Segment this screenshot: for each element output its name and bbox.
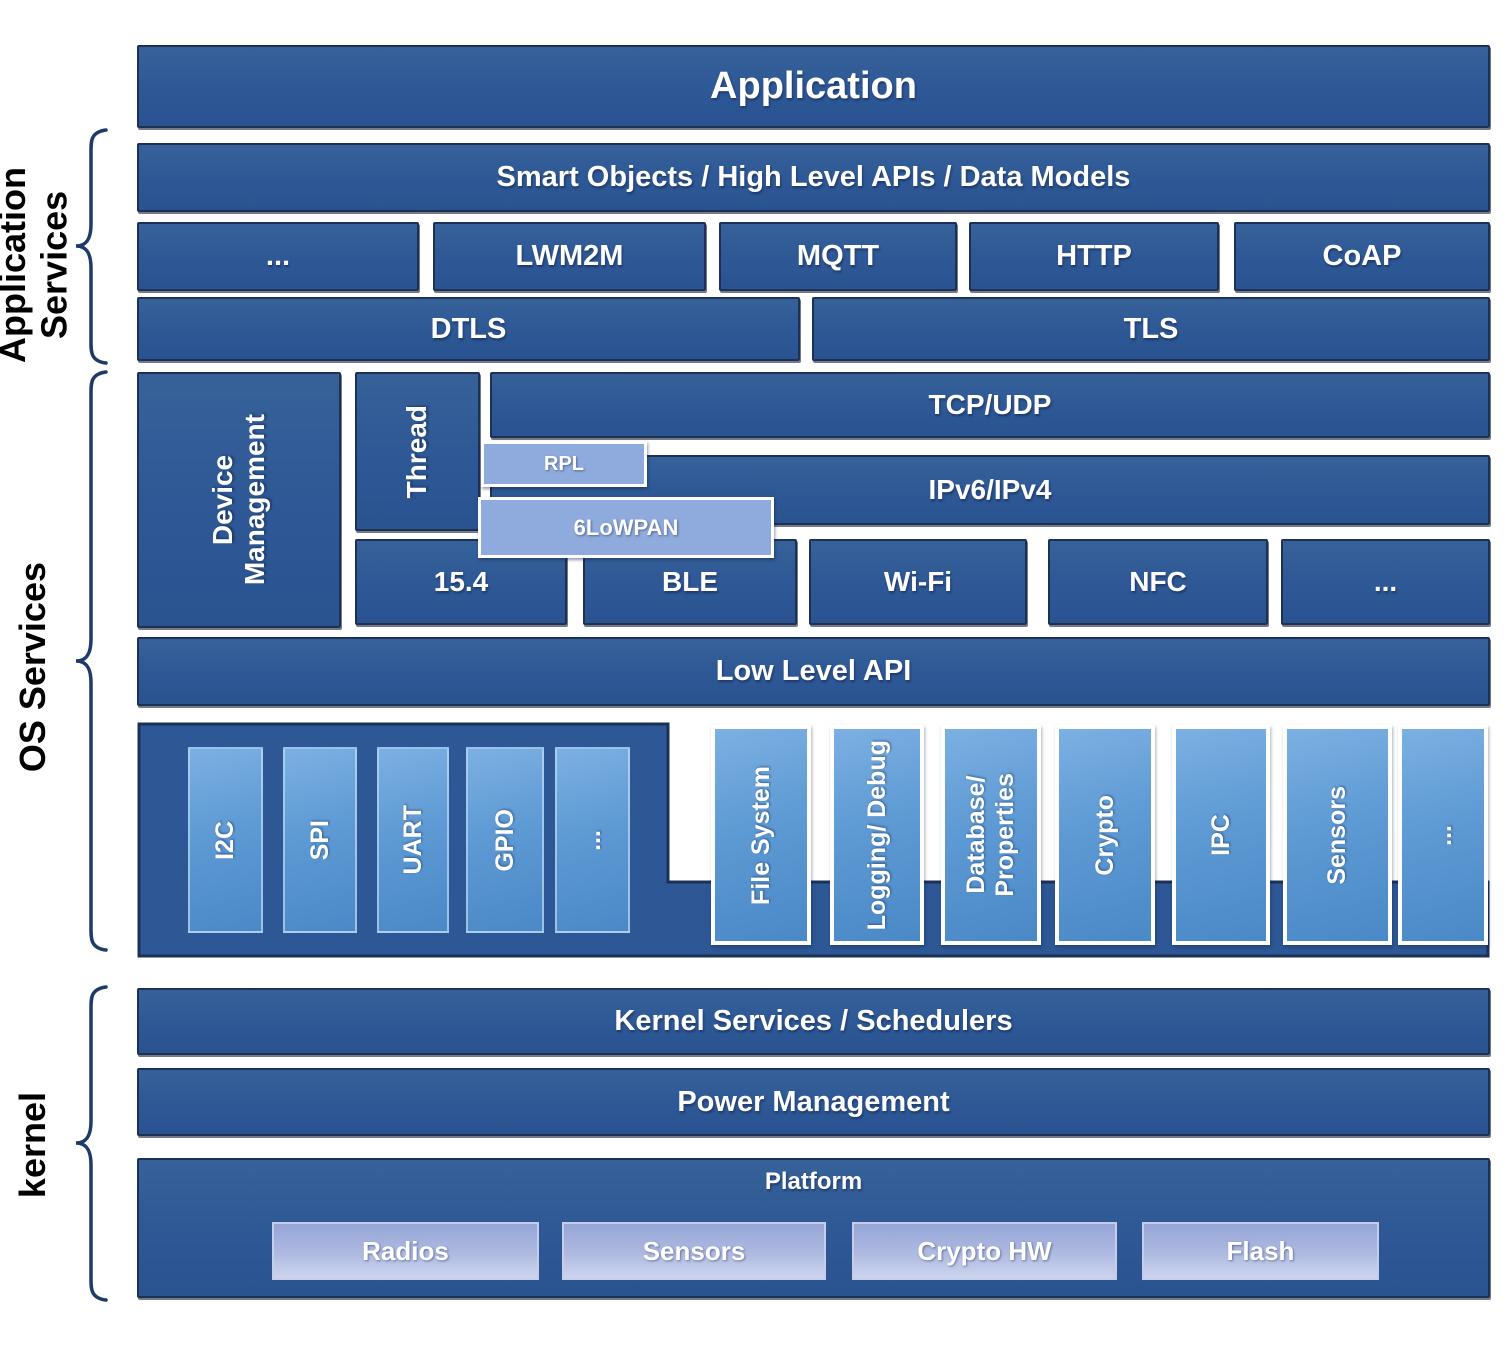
block-database-properties-label: Database/ Properties <box>962 773 1020 897</box>
block-protocol-ellipsis: ... <box>137 222 419 291</box>
block-os-service-ellipsis-label: ... <box>1428 824 1457 846</box>
block-sensors-hw-label: Sensors <box>642 1235 746 1266</box>
block-application: Application <box>137 45 1490 128</box>
block-power-management-label: Power Management <box>677 1085 950 1118</box>
block-lwm2m-label: LWM2M <box>515 240 624 272</box>
block-kernel-services: Kernel Services / Schedulers <box>137 988 1490 1055</box>
block-rpl: RPL <box>481 441 647 487</box>
block-radios-hw: Radios <box>272 1222 539 1280</box>
block-uart: UART <box>377 747 449 933</box>
block-tcp-udp-label: TCP/UDP <box>928 389 1052 420</box>
block-http-label: HTTP <box>1056 240 1132 272</box>
block-file-system-label: File System <box>746 765 775 905</box>
block-spi-label: SPI <box>305 819 334 861</box>
block-radio-wifi: Wi-Fi <box>809 539 1027 625</box>
block-gpio: GPIO <box>466 747 544 933</box>
block-peripheral-ellipsis-label: ... <box>578 829 607 851</box>
block-sensors-label: Sensors <box>1323 785 1352 885</box>
block-ipc: IPC <box>1172 725 1270 945</box>
block-platform: Platform Radios Sensors Crypto HW Flash <box>137 1158 1490 1298</box>
block-peripheral-ellipsis: ... <box>555 747 630 933</box>
block-radio-154-label: 15.4 <box>433 566 489 597</box>
block-kernel-services-label: Kernel Services / Schedulers <box>614 1005 1013 1037</box>
block-coap: CoAP <box>1234 222 1490 291</box>
block-sensors: Sensors <box>1283 725 1392 945</box>
block-rpl-label: RPL <box>544 452 584 475</box>
block-radio-ellipsis: ... <box>1281 539 1490 625</box>
block-smart-objects-label: Smart Objects / High Level APIs / Data M… <box>496 161 1131 193</box>
block-radio-wifi-label: Wi-Fi <box>883 566 953 597</box>
database-line1: Database/ <box>962 775 991 895</box>
section-label-os-services-text: OS Services <box>12 562 54 773</box>
block-crypto: Crypto <box>1055 725 1155 945</box>
block-power-management: Power Management <box>137 1068 1490 1136</box>
block-crypto-hw: Crypto HW <box>852 1222 1117 1280</box>
block-dtls-label: DTLS <box>430 312 507 345</box>
block-file-system: File System <box>711 725 811 945</box>
block-6lowpan: 6LoWPAN <box>478 497 774 558</box>
block-os-service-ellipsis: ... <box>1398 725 1488 945</box>
block-mqtt: MQTT <box>719 222 957 291</box>
block-database-properties: Database/ Properties <box>941 725 1041 945</box>
block-mqtt-label: MQTT <box>796 240 880 272</box>
block-radio-ellipsis-label: ... <box>1373 566 1398 597</box>
brace-os-services <box>75 370 108 952</box>
block-radios-hw-label: Radios <box>362 1235 449 1266</box>
section-label-application-services: Application Services <box>0 95 74 435</box>
block-crypto-hw-label: Crypto HW <box>917 1235 1052 1266</box>
database-line2: Properties <box>991 773 1019 897</box>
block-spi: SPI <box>283 747 357 933</box>
block-ipc-label: IPC <box>1206 814 1235 856</box>
block-logging-debug: Logging/ Debug <box>830 725 924 945</box>
brace-application-services <box>75 128 108 365</box>
block-flash-hw: Flash <box>1142 1222 1379 1280</box>
block-tls: TLS <box>812 297 1490 361</box>
block-sensors-hw: Sensors <box>562 1222 826 1280</box>
block-protocol-ellipsis-label: ... <box>265 240 291 272</box>
block-radio-nfc-label: NFC <box>1129 566 1187 597</box>
block-i2c-label: I2C <box>211 820 240 860</box>
block-low-level-api: Low Level API <box>137 637 1490 706</box>
block-logging-debug-label: Logging/ Debug <box>862 739 891 931</box>
block-tls-label: TLS <box>1123 312 1179 345</box>
block-thread: Thread <box>355 372 480 531</box>
block-flash-hw-label: Flash <box>1226 1235 1295 1266</box>
block-smart-objects: Smart Objects / High Level APIs / Data M… <box>137 143 1490 212</box>
block-dtls: DTLS <box>137 297 800 361</box>
block-ipv6-ipv4-label: IPv6/IPv4 <box>928 474 1052 505</box>
block-radio-nfc: NFC <box>1048 539 1268 625</box>
section-label-kernel: kernel <box>6 1075 60 1215</box>
block-coap-label: CoAP <box>1322 240 1402 272</box>
block-application-label: Application <box>710 65 917 107</box>
brace-kernel <box>75 985 108 1302</box>
section-label-os-services: OS Services <box>6 555 60 780</box>
block-low-level-api-label: Low Level API <box>715 655 912 687</box>
section-label-kernel-text: kernel <box>12 1091 54 1199</box>
section-label-application-services-text: Application Services <box>0 167 74 363</box>
block-gpio-label: GPIO <box>490 808 519 872</box>
block-platform-label: Platform <box>764 1168 863 1195</box>
block-radio-ble-label: BLE <box>662 566 718 597</box>
block-6lowpan-label: 6LoWPAN <box>573 514 679 540</box>
block-uart-label: UART <box>398 805 427 875</box>
block-tcp-udp: TCP/UDP <box>490 372 1490 438</box>
block-device-management: Device Management <box>137 372 341 628</box>
block-http: HTTP <box>969 222 1219 291</box>
block-i2c: I2C <box>188 747 263 933</box>
block-lwm2m: LWM2M <box>433 222 706 291</box>
block-crypto-label: Crypto <box>1090 794 1119 876</box>
